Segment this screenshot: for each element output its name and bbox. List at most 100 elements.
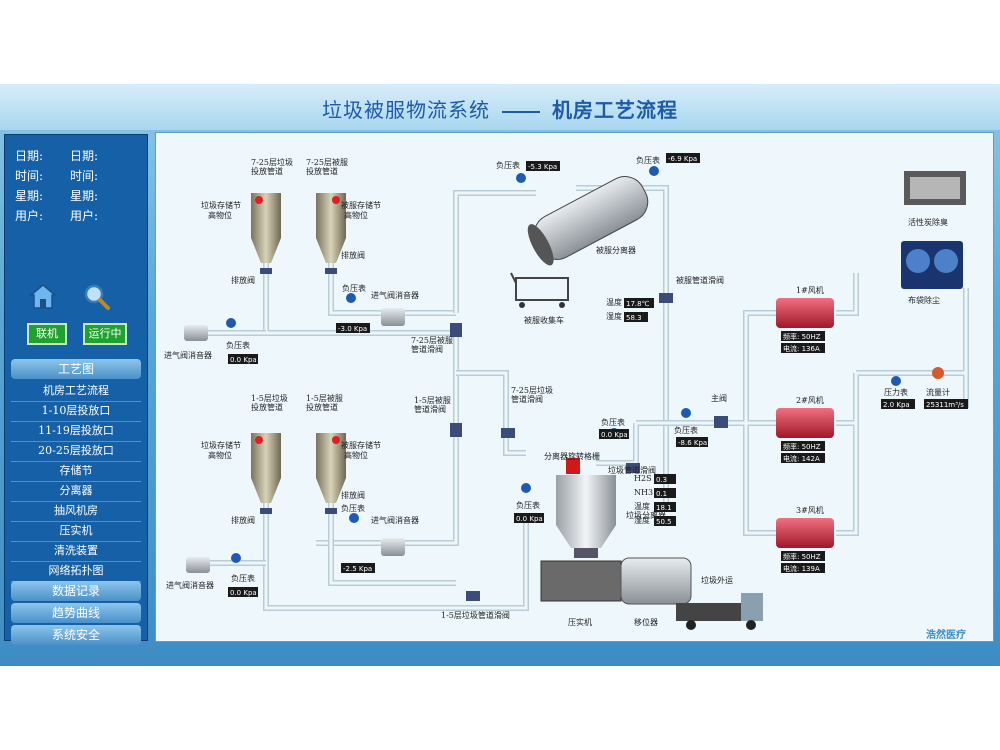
main-valve[interactable] xyxy=(714,416,728,428)
menu-item-floor-20-25[interactable]: 20-25层投放口 xyxy=(11,441,141,462)
title-section: 机房工艺流程 xyxy=(552,98,678,122)
menu-item-compactor[interactable]: 压实机 xyxy=(11,521,141,542)
user-value: 用户: xyxy=(70,209,99,223)
fan-2-current: 电流: 142A xyxy=(783,454,820,463)
label-gs-temp: 温度 xyxy=(634,501,650,511)
label-vacuum-gauge-lower-left: 负压表 xyxy=(231,573,255,583)
menu-item-separator[interactable]: 分离器 xyxy=(11,481,141,502)
menu-item-cleaning[interactable]: 清洗装置 xyxy=(11,541,141,562)
vacuum-gauge-main[interactable] xyxy=(681,408,691,418)
vacuum-gauge-upper-left[interactable] xyxy=(226,318,236,328)
shifter[interactable] xyxy=(620,557,692,605)
flow-meter-icon[interactable] xyxy=(932,367,944,379)
label-linen-storage-top: 被服存储节 xyxy=(341,200,381,210)
slide-valve-linen-pipe[interactable] xyxy=(659,293,673,303)
weekday-value: 星期: xyxy=(70,189,99,203)
label-fan-2: 2#风机 xyxy=(796,395,824,405)
vac-rotary-value: 0.0 Kpa xyxy=(601,431,628,439)
compactor[interactable] xyxy=(540,560,622,602)
rotary-gate[interactable] xyxy=(566,458,580,474)
garbage-storage-top[interactable] xyxy=(251,193,281,263)
linen-storage-bottom[interactable] xyxy=(316,433,346,503)
time-value: 时间: xyxy=(70,169,99,183)
label-fan-3: 3#风机 xyxy=(796,505,824,515)
menu-item-floor-11-19[interactable]: 11-19层投放口 xyxy=(11,421,141,442)
menu-trend-curve[interactable]: 趋势曲线 xyxy=(11,603,141,623)
app-window: 垃圾被服物流系统机房工艺流程 日期:日期: 时间:时间: 星期:星期: 用户:用… xyxy=(0,84,1000,666)
valve-icons xyxy=(260,268,728,601)
search-icon[interactable] xyxy=(83,283,111,311)
slide-valve-garbage-pipe[interactable] xyxy=(626,463,640,473)
label-vacuum-gauge-rotary: 负压表 xyxy=(601,417,625,427)
fan-2-freq: 频率: 50HZ xyxy=(783,442,821,451)
label-vacuum-gauge-upper-left: 负压表 xyxy=(226,340,250,350)
vacuum-gauge-lower[interactable] xyxy=(349,513,359,523)
vacuum-gauge-lower-left[interactable] xyxy=(231,553,241,563)
pressure-value: 2.0 Kpa xyxy=(883,401,910,409)
gs-temp-value: 18.1 xyxy=(656,504,672,512)
vacuum-gauge-upper[interactable] xyxy=(346,293,356,303)
label-mid-linen-pipe: 1-5层被服投放管道 xyxy=(306,393,343,412)
vacuum-gauge-top-left[interactable] xyxy=(516,173,526,183)
carbon-deodorizer[interactable] xyxy=(904,171,966,205)
online-status-button[interactable]: 联机 xyxy=(27,323,67,345)
garbage-storage-bottom[interactable] xyxy=(251,433,281,503)
drain-valve-top-right[interactable] xyxy=(325,268,337,274)
label-h2s: H2S xyxy=(634,474,652,483)
fan-2[interactable] xyxy=(776,408,834,438)
label-linen-cart: 被服收集车 xyxy=(524,315,564,325)
user-label: 用户: xyxy=(15,209,44,223)
menu-data-records[interactable]: 数据记录 xyxy=(11,581,141,601)
menu-item-storage[interactable]: 存储节 xyxy=(11,461,141,482)
intake-silencer-lower-left[interactable] xyxy=(186,557,210,573)
linen-cart[interactable] xyxy=(510,272,569,308)
drain-valve-top-left[interactable] xyxy=(260,268,272,274)
readout-bg xyxy=(514,513,544,523)
slide-valve-garbage-15[interactable] xyxy=(466,591,480,601)
label-high-level-top-left: 高物位 xyxy=(208,210,232,220)
label-gs-humidity: 湿度 xyxy=(634,515,650,525)
time-row: 时间:时间: xyxy=(15,167,145,184)
menu-title-process[interactable]: 工艺图 xyxy=(11,359,141,379)
fan-1-freq: 频率: 50HZ xyxy=(783,332,821,341)
label-garbage-slide-valve-725: 7-25层垃圾管道滑阀 xyxy=(511,385,553,404)
menu-system-security[interactable]: 系统安全 xyxy=(11,625,141,645)
menu-item-machine-room[interactable]: 机房工艺流程 xyxy=(11,381,141,402)
intake-silencer-upper[interactable] xyxy=(381,308,405,326)
drain-valve-bottom-right[interactable] xyxy=(325,508,337,514)
label-vacuum-gauge-upper: 负压表 xyxy=(342,283,366,293)
vacuum-gauge-top-right[interactable] xyxy=(649,166,659,176)
pressure-gauge[interactable] xyxy=(891,376,901,386)
fan-3[interactable] xyxy=(776,518,834,548)
label-slide-valve-linen-725: 7-25层被服管道滑阀 xyxy=(411,335,453,354)
readout-bg xyxy=(228,587,258,597)
user-row: 用户: 用户: xyxy=(15,207,145,224)
readout-bg xyxy=(881,399,915,409)
readout-bg xyxy=(341,563,375,573)
page-title: 垃圾被服物流系统机房工艺流程 xyxy=(0,94,1000,123)
sep-temp-value: 17.8℃ xyxy=(626,300,650,308)
garbage-separator[interactable] xyxy=(556,475,616,558)
intake-silencer-lower[interactable] xyxy=(381,538,405,556)
linen-separator[interactable] xyxy=(523,170,655,269)
readout-bg xyxy=(781,563,825,573)
drain-valve-bottom-left[interactable] xyxy=(260,508,272,514)
home-icon[interactable] xyxy=(29,283,57,311)
bag-filter[interactable] xyxy=(901,241,963,289)
label-vacuum-gauge-lower: 负压表 xyxy=(341,503,365,513)
date-value: 日期: xyxy=(70,149,99,163)
garbage-truck[interactable] xyxy=(676,593,763,630)
vac-top-left-value: -5.3 Kpa xyxy=(528,163,557,171)
linen-storage-top[interactable] xyxy=(316,193,346,263)
intake-silencer-upper-left[interactable] xyxy=(184,325,208,341)
fan-1[interactable] xyxy=(776,298,834,328)
menu-item-network[interactable]: 网络拓扑图 xyxy=(11,561,141,582)
slide-valve-linen-15[interactable] xyxy=(450,423,462,437)
menu-item-fan-room[interactable]: 抽风机房 xyxy=(11,501,141,522)
menu-item-floor-1-10[interactable]: 1-10层投放口 xyxy=(11,401,141,422)
readout-bg xyxy=(526,161,560,171)
slide-valve-linen-725[interactable] xyxy=(450,323,462,337)
vacuum-gauge-separator[interactable] xyxy=(521,483,531,493)
running-status-button[interactable]: 运行中 xyxy=(83,323,127,345)
slide-valve-garbage-725[interactable] xyxy=(501,428,515,438)
